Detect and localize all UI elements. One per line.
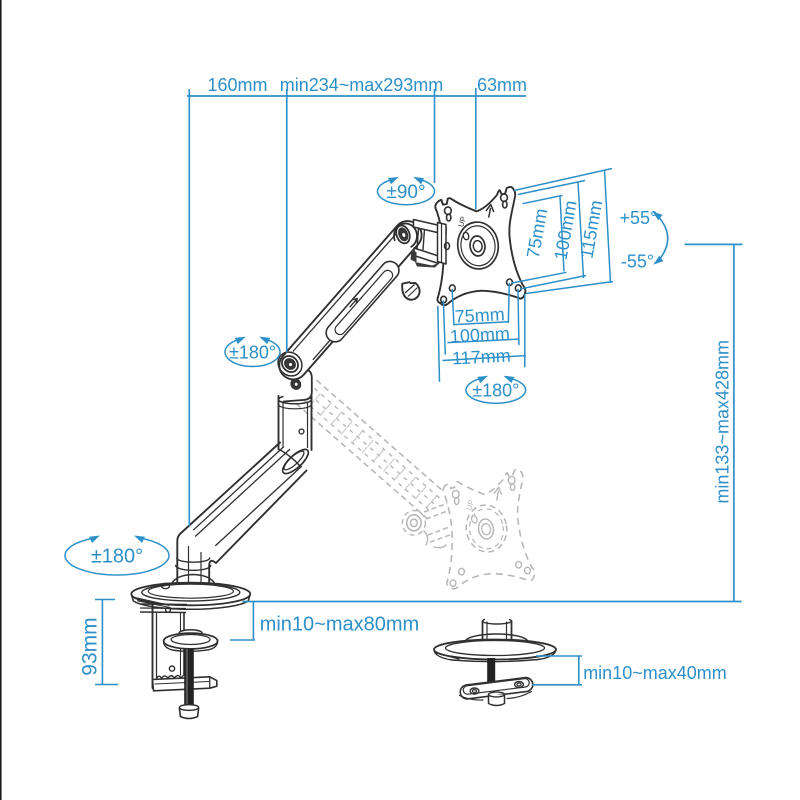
svg-text:min133~max428mm: min133~max428mm bbox=[713, 340, 733, 504]
svg-text:-55°: -55° bbox=[621, 252, 654, 272]
svg-text:117mm: 117mm bbox=[452, 345, 512, 368]
svg-text:100mm: 100mm bbox=[449, 323, 510, 346]
svg-text:+55°: +55° bbox=[620, 208, 658, 228]
svg-text:±180°: ±180° bbox=[91, 546, 143, 568]
svg-text:min10~max40mm: min10~max40mm bbox=[583, 663, 727, 683]
svg-text:min234~max293mm: min234~max293mm bbox=[280, 75, 444, 95]
svg-text:UP: UP bbox=[456, 215, 468, 228]
svg-text:75mm: 75mm bbox=[454, 304, 505, 327]
svg-text:63mm: 63mm bbox=[477, 75, 527, 95]
svg-text:min10~max80mm: min10~max80mm bbox=[260, 614, 420, 636]
svg-text:93mm: 93mm bbox=[79, 617, 102, 675]
svg-text:160mm: 160mm bbox=[207, 75, 267, 95]
svg-text:UP: UP bbox=[464, 499, 476, 512]
svg-text:±90°: ±90° bbox=[386, 182, 425, 203]
svg-text:±180°: ±180° bbox=[472, 381, 519, 401]
svg-text:±180°: ±180° bbox=[229, 343, 276, 363]
